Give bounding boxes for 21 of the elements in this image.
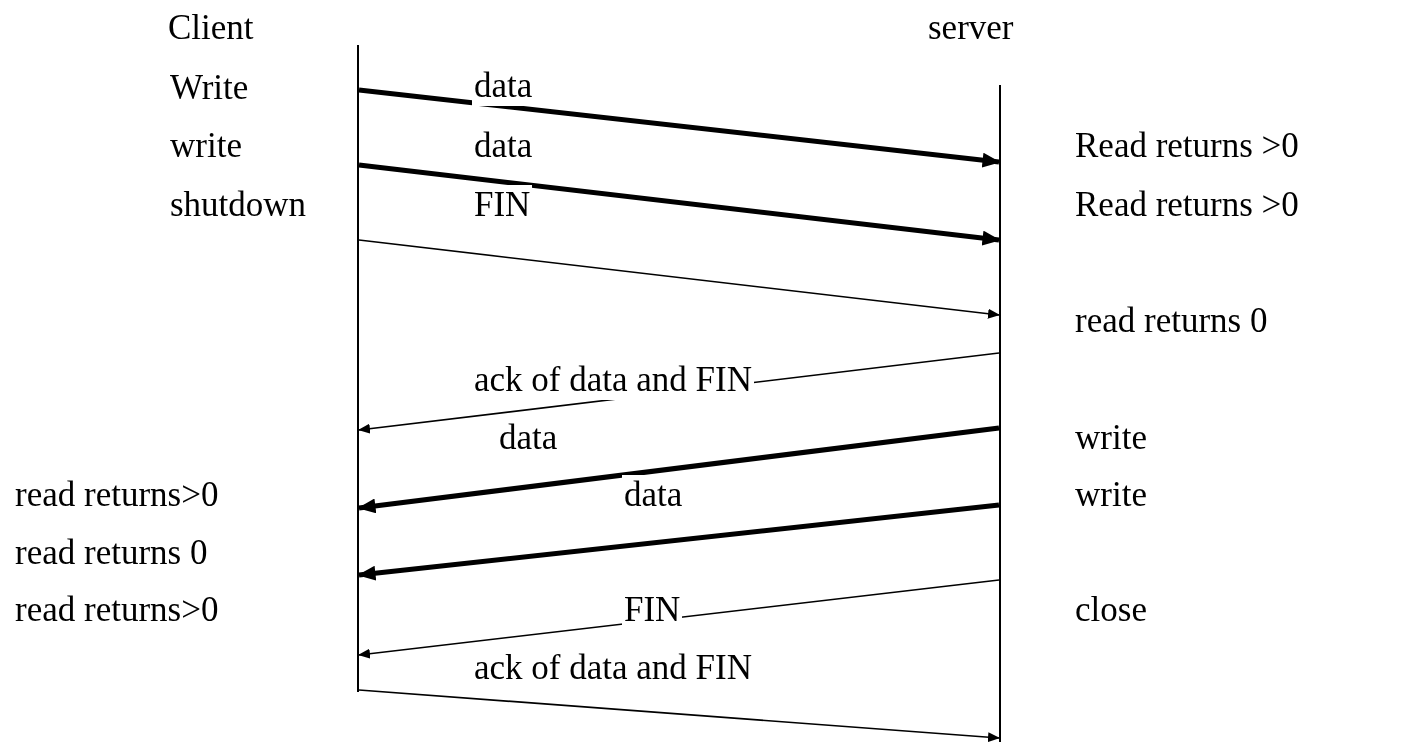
event-label: write [1075, 475, 1147, 515]
event-label: Read returns >0 [1075, 185, 1299, 225]
event-label: Write [170, 68, 249, 108]
message-arrow [358, 162, 1001, 246]
message-arrow [358, 579, 1000, 659]
message-arrow [357, 502, 1000, 581]
lifeline-heading: server [928, 8, 1014, 48]
message-arrow [357, 425, 1000, 514]
message-arrow [358, 689, 1000, 742]
event-label: Read returns >0 [1075, 126, 1299, 166]
event-label: read returns 0 [15, 533, 208, 573]
event-label: read returns>0 [15, 475, 219, 515]
event-label: shutdown [170, 185, 307, 225]
event-label: write [170, 126, 242, 166]
message-arrow [358, 87, 1001, 168]
event-label: close [1075, 590, 1147, 630]
event-label: read returns>0 [15, 590, 219, 630]
event-label: read returns 0 [1075, 301, 1268, 341]
message-arrow [358, 239, 1000, 319]
event-label: write [1075, 418, 1147, 458]
lifeline-heading: Client [168, 8, 254, 48]
